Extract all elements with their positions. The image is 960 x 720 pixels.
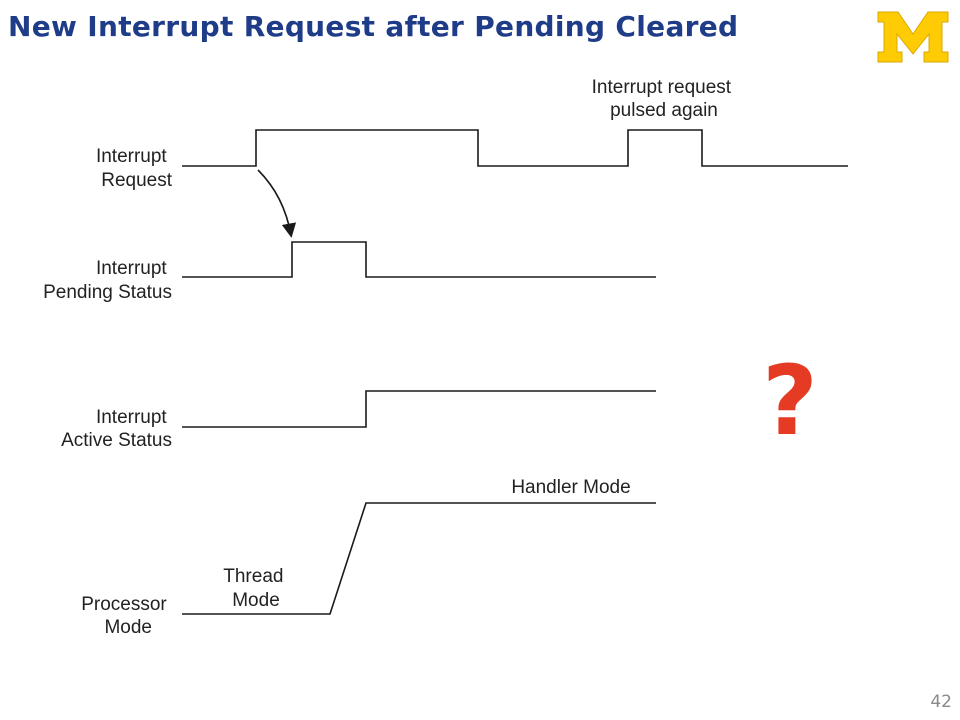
waveform-processor-mode: [182, 502, 656, 615]
signal-label-processor-mode: Processor Mode: [81, 594, 172, 638]
request-to-pending-arrow: [257, 169, 297, 238]
signal-label-interrupt-request: Interrupt Request: [96, 146, 173, 191]
waveform-pending-status: [182, 241, 656, 278]
slide-title: New Interrupt Request after Pending Clea…: [8, 10, 739, 43]
annotation-pulsed-again: Interrupt request pulsed again: [592, 77, 737, 121]
annotation-thread-mode: Thread Mode: [223, 566, 288, 611]
signal-label-pending-status: Interrupt Pending Status: [43, 258, 172, 303]
waveform-interrupt-request: [182, 129, 848, 167]
question-mark: ?: [762, 345, 818, 457]
annotation-handler-mode: Handler Mode: [511, 477, 630, 498]
waveform-active-status: [182, 390, 656, 428]
slide-number: 42: [930, 692, 952, 712]
block-m-logo-icon: [877, 11, 949, 63]
signal-label-active-status: Interrupt Active Status: [61, 407, 172, 451]
